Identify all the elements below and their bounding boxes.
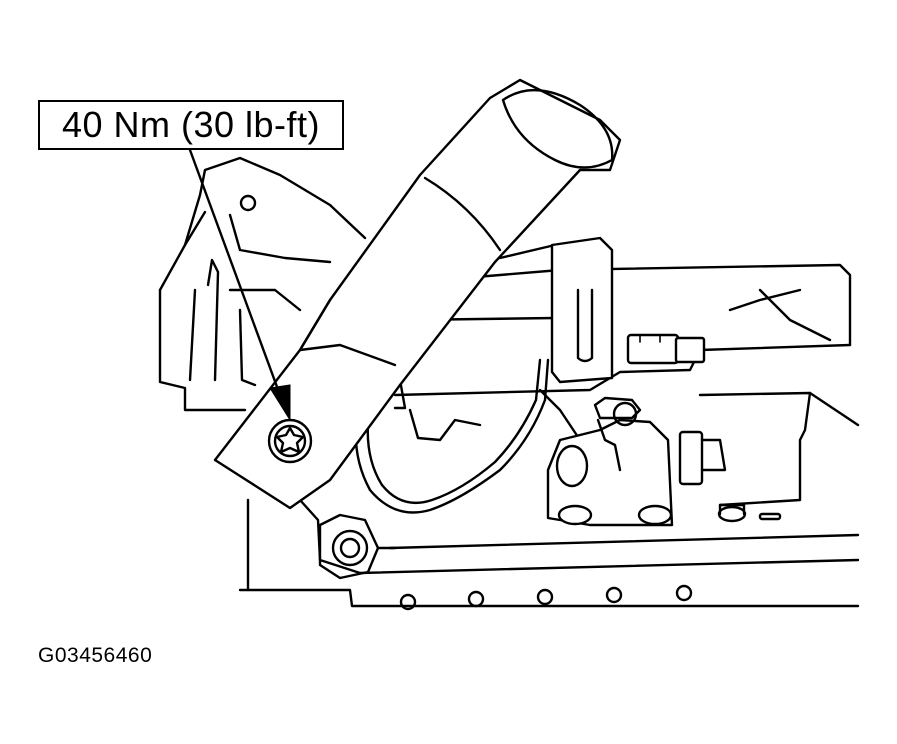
rail-rivets — [717, 503, 782, 523]
torque-callout-text: 40 Nm (30 lb-ft) — [61, 104, 321, 145]
rail-holes — [399, 584, 693, 611]
wiring-harness — [354, 358, 550, 514]
switch-assembly — [546, 396, 727, 527]
vertical-slotted-bracket — [550, 236, 614, 384]
figure-code: G03456460 — [38, 644, 153, 667]
torque-callout-box: 40 Nm (30 lb-ft) — [38, 100, 344, 150]
rear-pivot — [318, 513, 397, 580]
parking-brake-lever — [213, 78, 622, 510]
front-mounting-bracket — [158, 156, 367, 412]
lever-mechanism-housing — [393, 243, 860, 507]
torx-bolt — [267, 418, 313, 464]
callout-leader-arrow — [188, 148, 291, 422]
